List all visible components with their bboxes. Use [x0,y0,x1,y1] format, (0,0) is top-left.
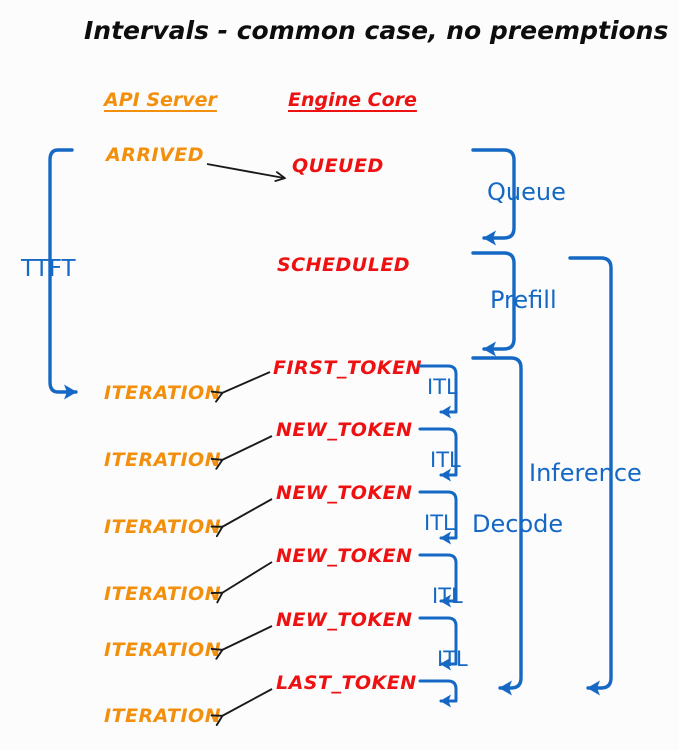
interval-label-itl-3: ITL [424,511,455,535]
interval-label-ttft: TTFT [21,256,76,282]
arrow-new-token-4-to-iteration [210,625,273,660]
interval-bracket-itl-4 [418,553,458,608]
column-header-api-server: API Server [104,89,217,111]
interval-bracket-prefill [471,251,516,357]
interval-bracket-ttft [48,148,78,400]
interval-bracket-itl-2 [418,427,458,482]
arrow-new-token-2-to-iteration [210,498,273,538]
interval-bracket-itl-1 [418,364,458,419]
interval-label-itl-1: ITL [427,375,458,399]
interval-bracket-itl-3 [418,490,458,545]
page-title: Intervals - common case, no preemptions [84,16,669,45]
arrow-last-token-to-iteration [210,688,273,727]
api-event-iteration-6: ITERATION [104,705,222,727]
engine-event-queued: QUEUED [292,155,384,177]
engine-event-new-token-1: NEW_TOKEN [276,419,413,441]
api-event-iteration-5: ITERATION [104,639,222,661]
engine-event-new-token-2: NEW_TOKEN [276,482,413,504]
engine-event-new-token-3: NEW_TOKEN [276,545,413,567]
interval-label-itl-4: ITL [432,584,463,608]
arrow-new-token-3-to-iteration [210,561,273,604]
interval-bracket-inference [568,256,613,696]
interval-label-itl-2: ITL [430,448,461,472]
interval-bracket-itl-6 [418,679,458,708]
api-event-iteration-1: ITERATION [104,382,222,404]
interval-bracket-decode [471,356,523,696]
api-event-arrived: ARRIVED [106,144,204,166]
arrow-first-token-to-iteration [210,371,271,403]
api-event-iteration-4: ITERATION [104,583,222,605]
column-header-engine-core: Engine Core [288,89,417,111]
interval-bracket-itl-5 [418,616,458,671]
engine-event-new-token-4: NEW_TOKEN [276,609,413,631]
arrow-new-token-1-to-iteration [210,435,273,470]
api-event-iteration-2: ITERATION [104,449,222,471]
arrow-arrived-to-queued [206,163,286,182]
interval-label-itl-5: ITL [437,647,468,671]
engine-event-last-token: LAST_TOKEN [276,672,417,694]
interval-label-inference: Inference [529,459,642,487]
interval-label-queue: Queue [487,178,566,206]
engine-event-scheduled: SCHEDULED [277,254,411,276]
interval-label-decode: Decode [472,510,564,538]
api-event-iteration-3: ITERATION [104,516,222,538]
interval-bracket-queue [471,148,516,246]
engine-event-first-token: FIRST_TOKEN [273,357,423,379]
interval-label-prefill: Prefill [490,286,557,314]
